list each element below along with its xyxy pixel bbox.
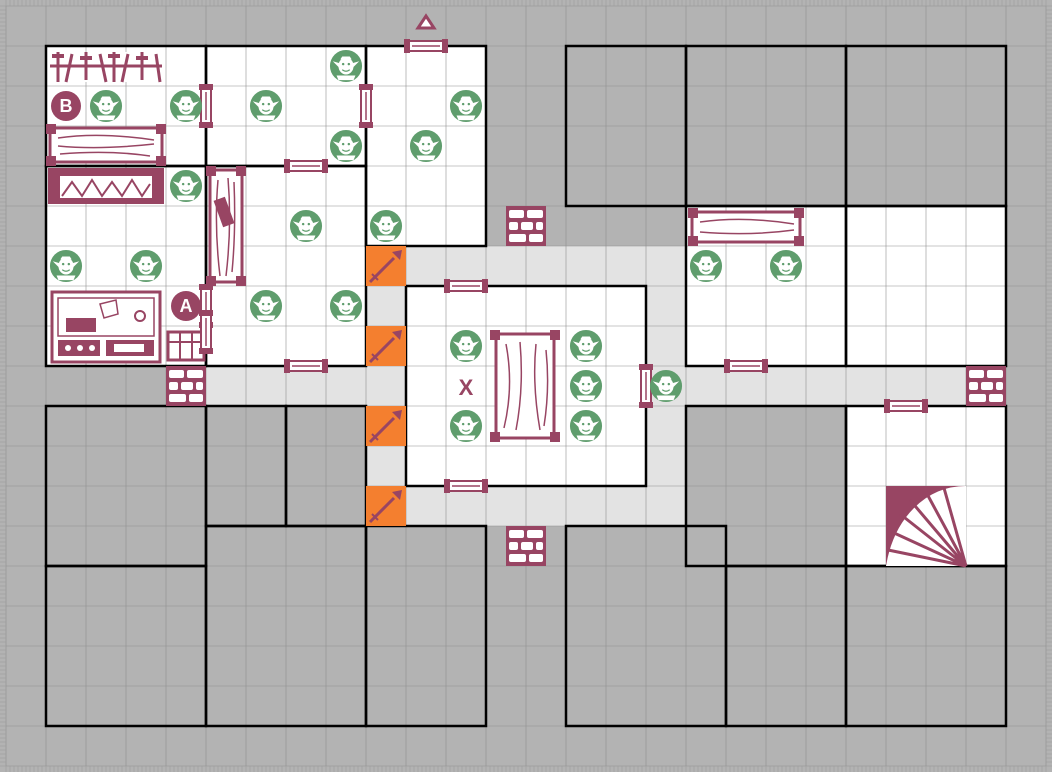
goblin-icon[interactable]	[89, 89, 123, 123]
door-icon[interactable]	[198, 310, 214, 354]
goblin-icon[interactable]	[329, 129, 363, 163]
goblin-icon[interactable]	[249, 89, 283, 123]
goblin-icon[interactable]	[649, 369, 683, 403]
treasure-chest-icon	[166, 330, 206, 362]
door-icon[interactable]	[404, 38, 448, 54]
fireplace-icon	[48, 168, 164, 204]
door-icon[interactable]	[884, 398, 928, 414]
central-table-icon	[490, 330, 560, 442]
room-wall	[364, 524, 488, 728]
bookcase-icon	[206, 166, 246, 286]
goblin-icon[interactable]	[369, 209, 403, 243]
desk-icon	[50, 290, 162, 364]
door-icon[interactable]	[444, 278, 488, 294]
goblin-icon[interactable]	[449, 329, 483, 363]
spear-trap-icon	[366, 406, 406, 446]
goblin-icon[interactable]	[289, 209, 323, 243]
goblin-icon[interactable]	[449, 89, 483, 123]
east-table-icon	[688, 208, 804, 246]
spear-trap-icon	[366, 246, 406, 286]
goblin-icon[interactable]	[689, 249, 723, 283]
goblin-icon[interactable]	[129, 249, 163, 283]
goblin-icon[interactable]	[569, 409, 603, 443]
room-marker-a: A	[171, 291, 201, 321]
goblin-icon[interactable]	[169, 89, 203, 123]
objective-marker: X	[459, 375, 474, 400]
rubble-block-icon	[166, 366, 206, 406]
weapon-rack-icon	[48, 52, 164, 83]
rubble-block-icon	[966, 366, 1006, 406]
goblin-icon[interactable]	[329, 289, 363, 323]
svg-text:B: B	[60, 96, 73, 116]
goblin-icon[interactable]	[569, 369, 603, 403]
goblin-icon[interactable]	[409, 129, 443, 163]
stairs-icon	[886, 486, 968, 568]
goblin-icon[interactable]	[169, 169, 203, 203]
rubble-block-icon	[506, 526, 546, 566]
rubble-block-icon	[506, 206, 546, 246]
door-icon[interactable]	[284, 358, 328, 374]
table-icon	[46, 124, 166, 166]
door-icon[interactable]	[724, 358, 768, 374]
entry-arrow-icon	[415, 13, 437, 30]
goblin-icon[interactable]	[329, 49, 363, 83]
room-marker-b: B	[51, 91, 81, 121]
goblin-icon[interactable]	[49, 249, 83, 283]
spear-trap-icon	[366, 326, 406, 366]
room-wall	[844, 204, 1008, 368]
goblin-icon[interactable]	[769, 249, 803, 283]
goblin-icon[interactable]	[249, 289, 283, 323]
goblin-icon[interactable]	[449, 409, 483, 443]
spear-trap-icon	[366, 486, 406, 526]
svg-text:A: A	[180, 296, 193, 316]
door-icon[interactable]	[358, 84, 374, 128]
door-icon[interactable]	[284, 158, 328, 174]
goblin-icon[interactable]	[569, 329, 603, 363]
door-icon[interactable]	[444, 478, 488, 494]
